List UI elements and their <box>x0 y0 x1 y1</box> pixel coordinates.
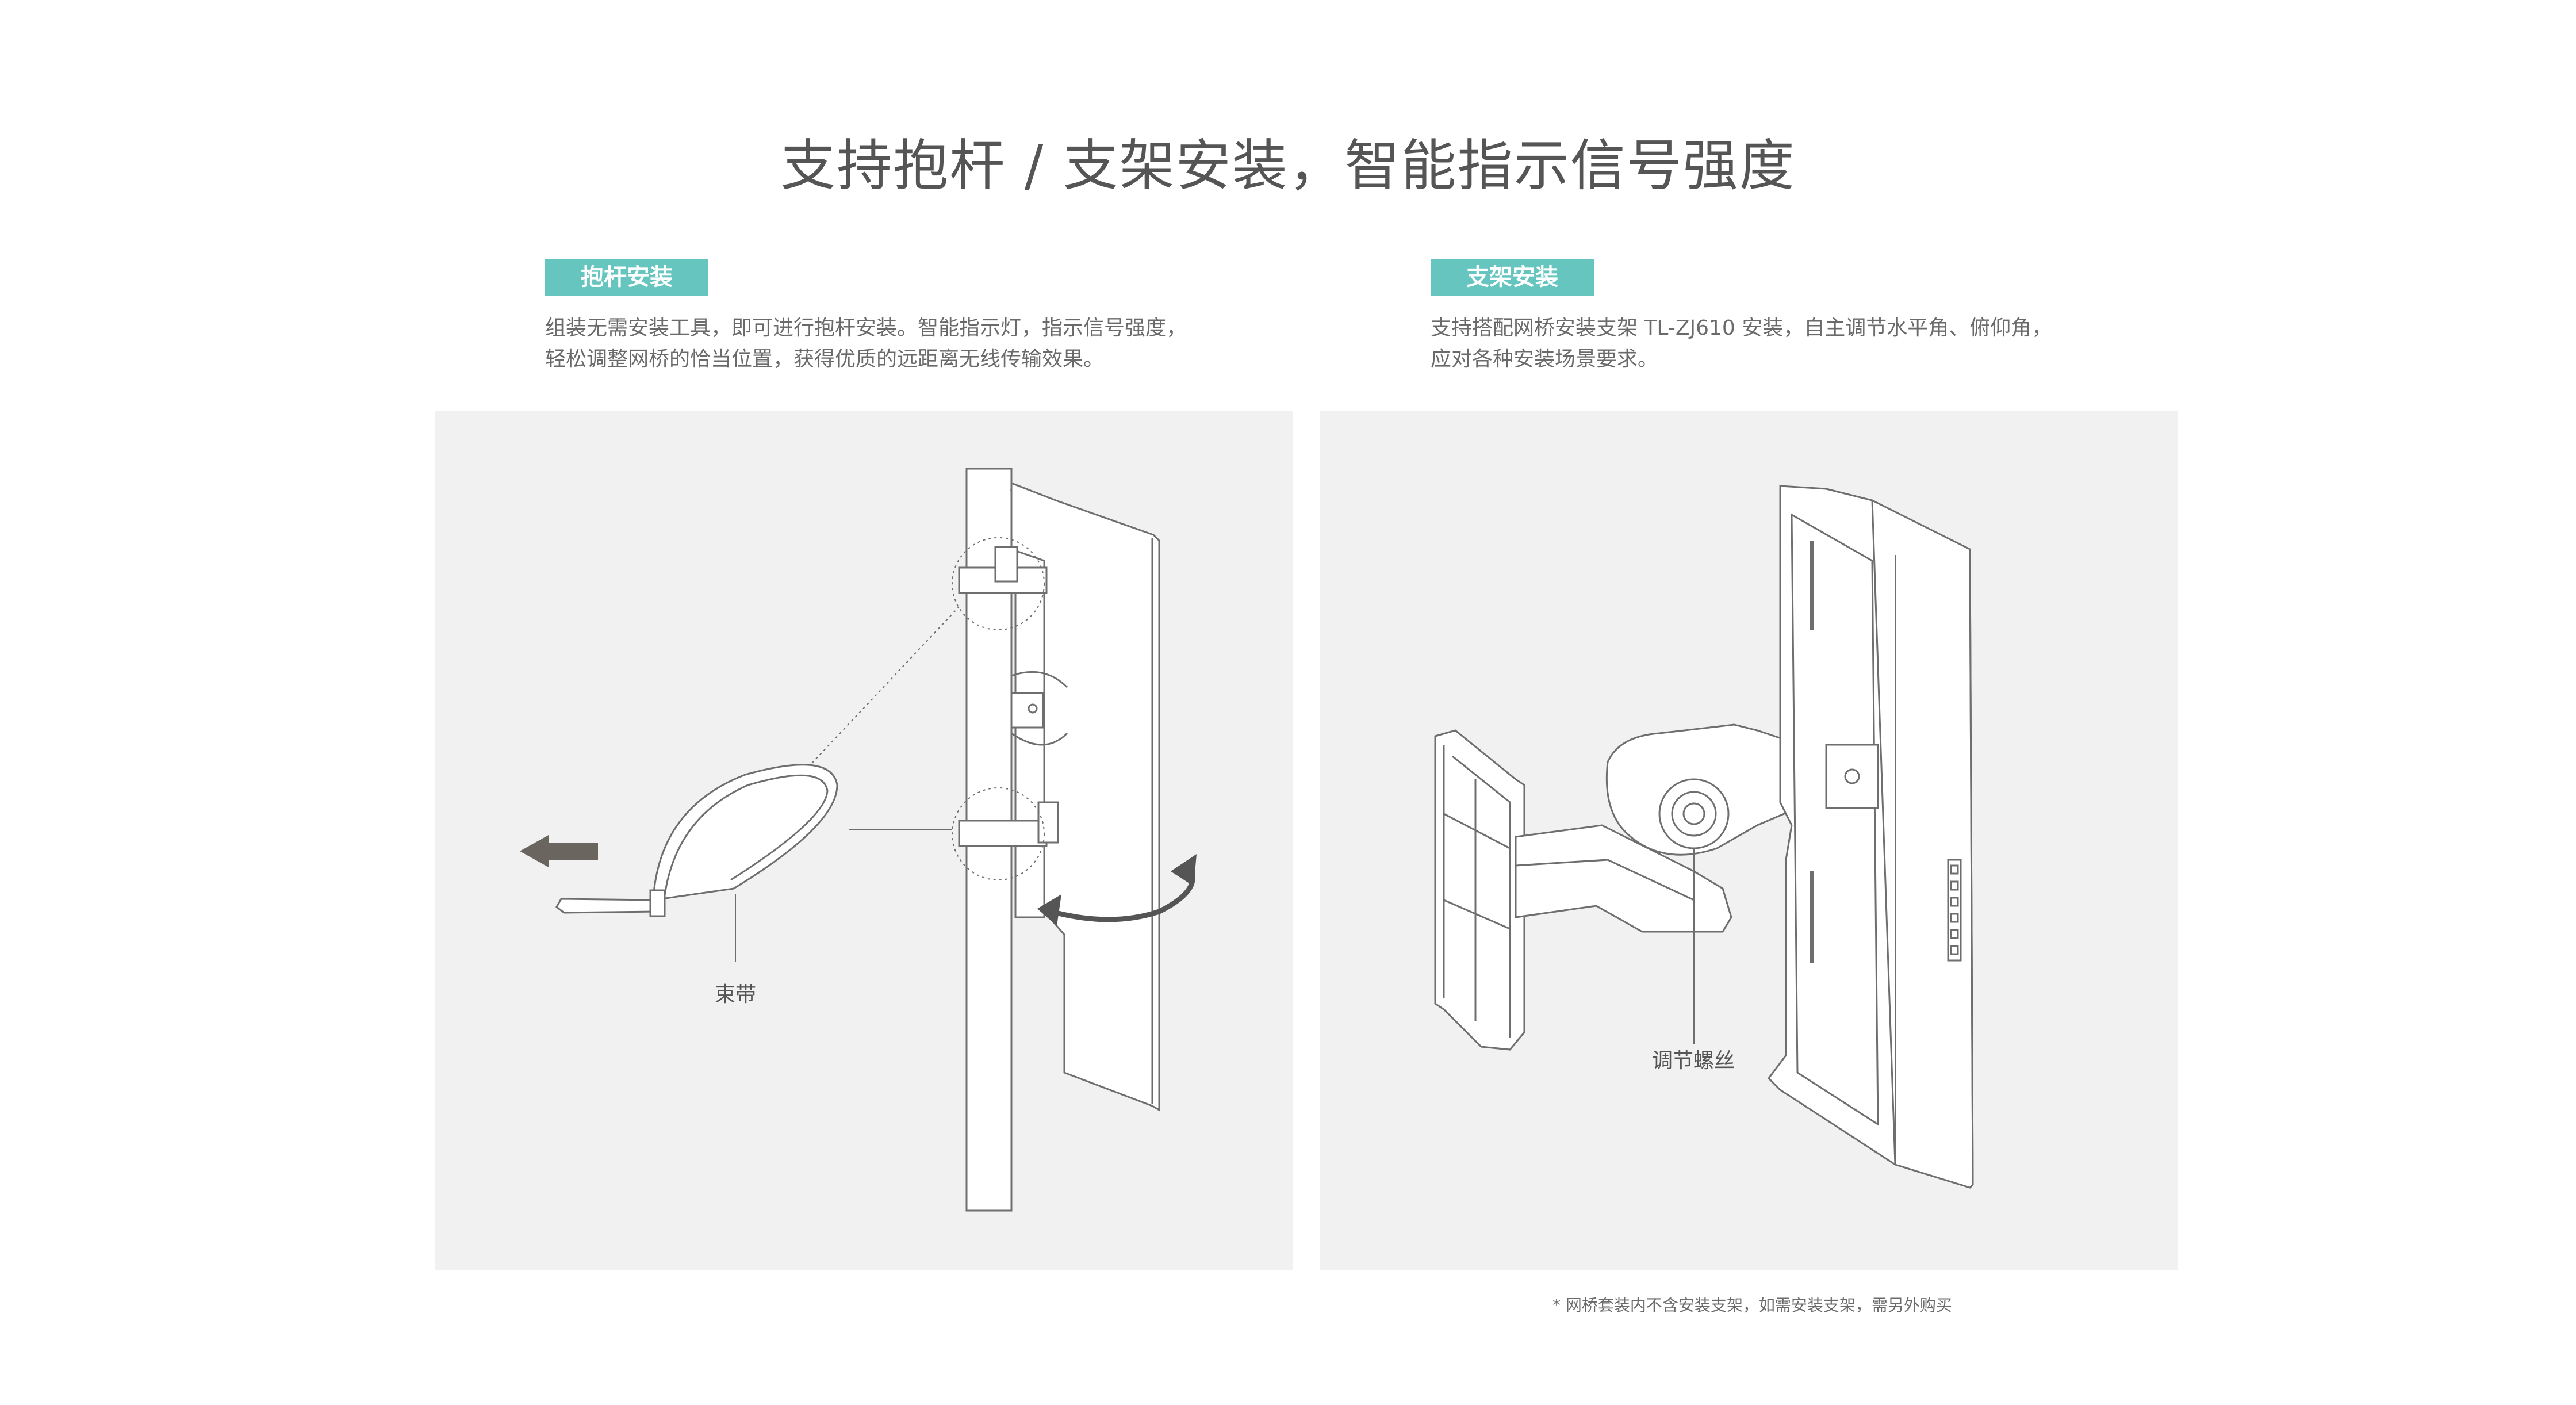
bracket-mount-description: 支持搭配网桥安装支架 TL-ZJ610 安装，自主调节水平角、俯仰角， 应对各种… <box>1431 313 2063 375</box>
rotation-arrow-head-top <box>1171 854 1197 886</box>
cable-tie-label: 束带 <box>715 983 757 1006</box>
pull-direction-arrow <box>520 835 598 867</box>
hinge-block <box>1010 692 1044 729</box>
pole-mount-description: 组装无需安装工具，即可进行抱杆安装。智能指示灯，指示信号强度， 轻松调整网桥的恰… <box>545 313 1187 375</box>
lower-detail-circle <box>952 787 1045 880</box>
pole-mount-illustration-panel: 束带 <box>435 411 1293 1270</box>
cable-tie-tail <box>555 898 657 914</box>
pole-mount-desc-line1: 组装无需安装工具，即可进行抱杆安装。智能指示灯，指示信号强度， <box>545 316 1187 340</box>
pole-mount-tag: 抱杆安装 <box>545 259 708 296</box>
bracket-mount-desc-line2: 应对各种安装场景要求。 <box>1431 347 1659 371</box>
footnote: * 网桥套装内不含安装支架，如需安装支架，需另外购买 <box>1552 1296 1952 1315</box>
bracket-mount-section-header: 支架安装 支持搭配网桥安装支架 TL-ZJ610 安装，自主调节水平角、俯仰角，… <box>1431 259 2063 375</box>
bracket-mount-tag: 支架安装 <box>1431 259 1594 296</box>
pole-mount-section-header: 抱杆安装 组装无需安装工具，即可进行抱杆安装。智能指示灯，指示信号强度， 轻松调… <box>545 259 1187 375</box>
bracket-mount-desc-line1: 支持搭配网桥安装支架 TL-ZJ610 安装，自主调节水平角、俯仰角， <box>1431 316 2053 340</box>
upper-detail-circle <box>952 537 1045 630</box>
bracket-mount-illustration <box>1434 485 1974 1189</box>
bracket-mount-illustration-panel: 调节螺丝 <box>1320 411 2178 1270</box>
bridge-device <box>1768 485 1974 1189</box>
page-title: 支持抱杆 / 支架安装，智能指示信号强度 <box>780 133 1796 198</box>
cable-tie <box>652 764 838 901</box>
pole-mount-desc-line2: 轻松调整网桥的恰当位置，获得优质的远距离无线传输效果。 <box>545 347 1105 371</box>
rotation-arrow-head-left <box>1037 894 1061 926</box>
adjusting-screw-label: 调节螺丝 <box>1652 1049 1735 1073</box>
wall-plate <box>1434 729 1525 1051</box>
bridge-device <box>1010 481 1160 1112</box>
lower-strap <box>958 820 1048 847</box>
pole-mount-illustration <box>520 468 1197 1212</box>
adjusting-screw <box>1658 778 1730 849</box>
